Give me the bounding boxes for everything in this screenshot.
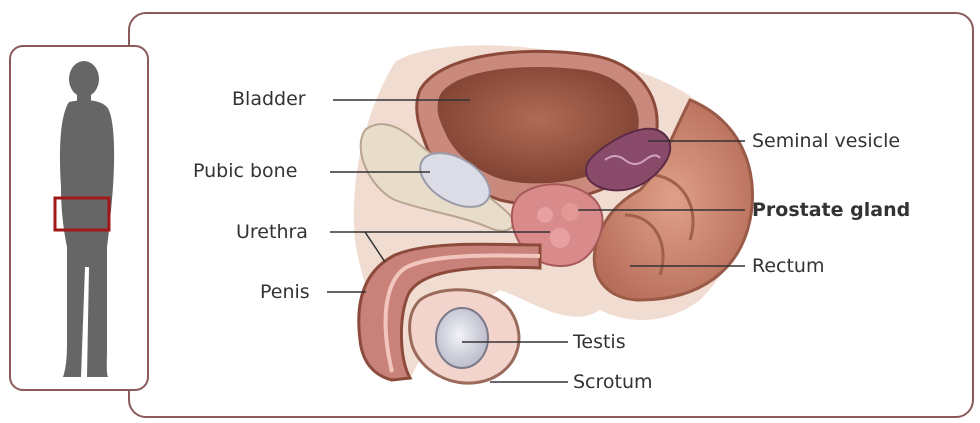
label-testis: Testis bbox=[573, 331, 626, 353]
label-bladder: Bladder bbox=[232, 88, 306, 110]
label-rectum: Rectum bbox=[752, 255, 824, 277]
testis bbox=[436, 308, 488, 368]
label-penis: Penis bbox=[260, 281, 310, 303]
label-prostate-gland: Prostate gland bbox=[752, 199, 910, 221]
label-seminal-vesicle: Seminal vesicle bbox=[752, 130, 900, 152]
label-scrotum: Scrotum bbox=[573, 371, 653, 393]
label-urethra: Urethra bbox=[236, 221, 308, 243]
label-pubic-bone: Pubic bone bbox=[193, 160, 297, 182]
body-locator-thumbnail bbox=[9, 45, 149, 391]
silhouette-figure bbox=[11, 47, 151, 393]
